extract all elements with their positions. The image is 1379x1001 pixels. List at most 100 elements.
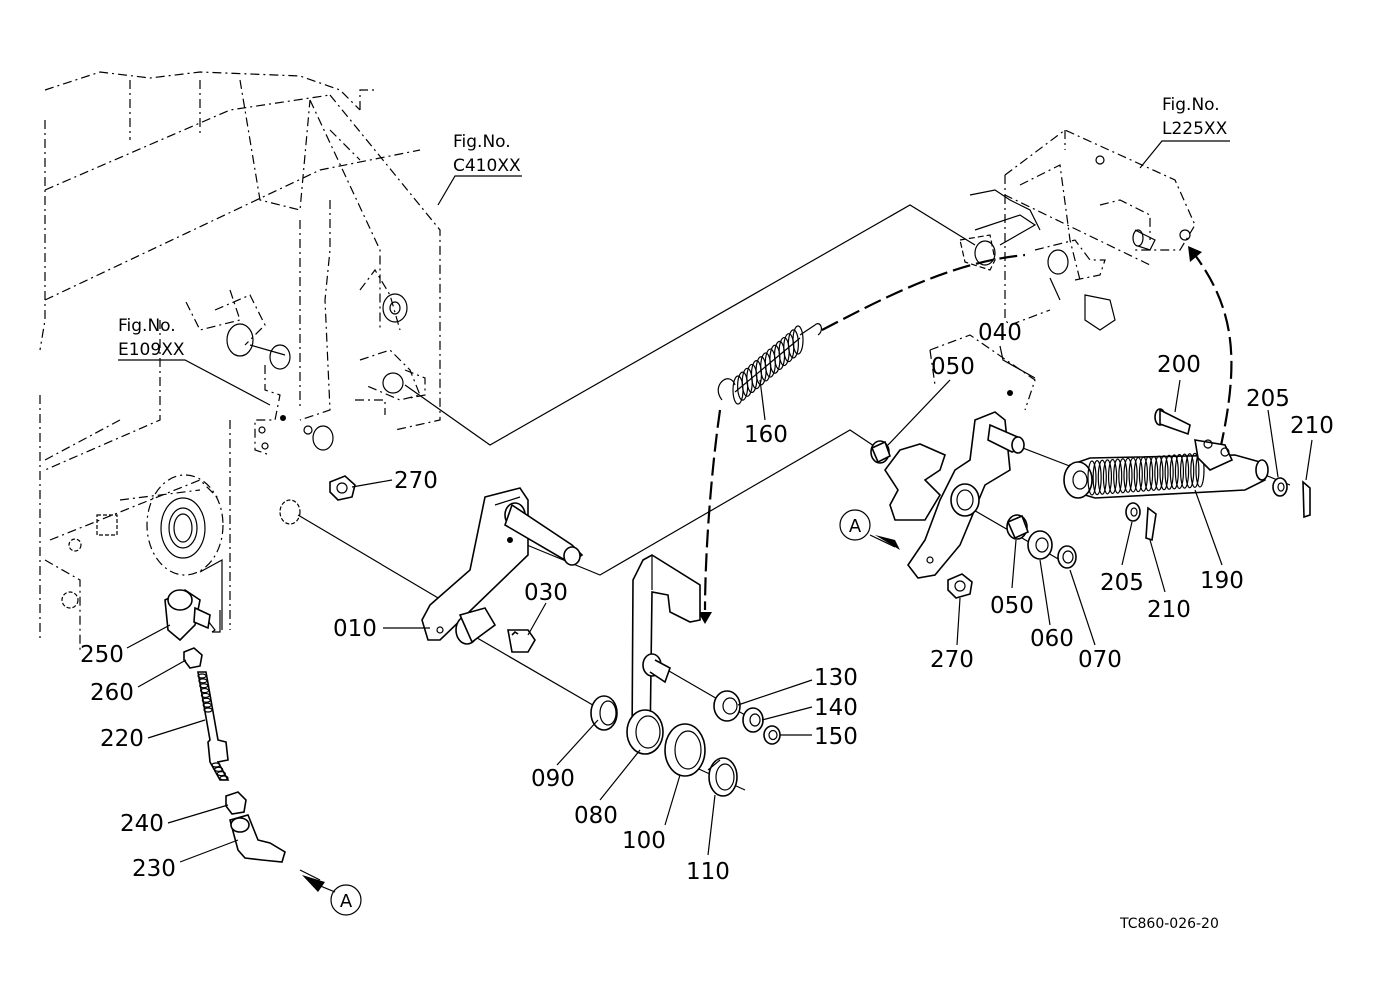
label-130: 130	[814, 665, 858, 691]
coil	[200, 692, 211, 699]
coil	[201, 697, 211, 703]
label-040: 040	[978, 320, 1022, 346]
coil	[792, 325, 804, 355]
coil	[1169, 454, 1179, 490]
part-250-elbow	[164, 589, 211, 642]
part-190-spring-unit	[1063, 439, 1269, 499]
label-270-upper: 270	[394, 468, 438, 494]
label-050-upper: 050	[931, 354, 975, 380]
assembly-lines	[199, 204, 1291, 881]
coil	[198, 678, 208, 684]
part-040-lever	[884, 334, 1036, 579]
part-060-washer	[1027, 530, 1053, 560]
label-070: 070	[1078, 647, 1122, 673]
fig-ref-l225-label: Fig.No.	[1162, 95, 1220, 115]
part-130-bearing	[713, 690, 741, 722]
label-030: 030	[524, 580, 568, 606]
part-140-washer	[742, 707, 764, 733]
coil	[199, 687, 210, 694]
label-250: 250	[80, 642, 124, 668]
drawing-code: TC860-026-20	[1119, 916, 1219, 932]
part-205-washer	[1125, 477, 1288, 522]
label-230: 230	[132, 856, 176, 882]
coil	[1159, 455, 1169, 491]
coil	[1118, 458, 1128, 494]
label-220: 220	[100, 726, 144, 752]
part-260-nut	[183, 647, 203, 669]
coil	[211, 762, 221, 768]
coil	[197, 673, 207, 679]
part-220-rod	[197, 671, 230, 781]
part-270-nut	[329, 475, 973, 599]
view-marker-a-upper: A	[839, 509, 900, 550]
fig-ref-c410-code: C410XX	[453, 156, 521, 176]
coil	[1164, 454, 1174, 490]
part-070-circlip	[1057, 545, 1077, 569]
label-210-upper: 210	[1290, 413, 1334, 439]
view-marker-a-lower: A	[302, 875, 362, 916]
label-100: 100	[622, 828, 666, 854]
transmission-housing	[39, 71, 441, 650]
label-140: 140	[814, 695, 858, 721]
part-210-cotter-pin	[1145, 480, 1311, 542]
part-150-nut	[763, 725, 781, 745]
fig-ref-c410: Fig.No. C410XX	[437, 132, 522, 206]
part-010-plate	[421, 487, 584, 645]
part-230-elbow	[229, 814, 286, 863]
view-marker-a-lower-text: A	[340, 891, 353, 912]
coil	[1138, 456, 1149, 492]
part-160-spring	[717, 323, 823, 405]
part-030-bolt	[507, 629, 536, 653]
part-240-nut	[225, 791, 247, 815]
coil	[203, 707, 213, 713]
spring-routing	[698, 246, 1233, 624]
coil	[1133, 456, 1143, 493]
coil	[1149, 455, 1159, 492]
coil	[1107, 458, 1118, 495]
coil	[1123, 457, 1133, 493]
coil	[1190, 452, 1200, 488]
coil	[1174, 453, 1185, 490]
fig-ref-c410-label: Fig.No.	[453, 132, 511, 152]
coil	[1113, 458, 1123, 494]
part-100-washer	[664, 723, 706, 777]
coil	[214, 766, 224, 772]
coil	[219, 775, 229, 781]
fig-ref-e109-code: E109XX	[118, 340, 185, 360]
label-240: 240	[120, 811, 164, 837]
label-270-lower: 270	[930, 647, 974, 673]
fig-ref-e109: Fig.No. E109XX	[118, 316, 271, 406]
label-050-lower: 050	[990, 593, 1034, 619]
coil	[216, 771, 226, 777]
coil	[1102, 459, 1113, 495]
label-205-lower: 205	[1100, 570, 1144, 596]
part-050-bushing	[870, 440, 1030, 540]
label-210-lower: 210	[1147, 597, 1191, 623]
part-090-bushing	[590, 695, 618, 731]
view-marker-a-upper-text: A	[849, 516, 862, 537]
part-110-circlip	[707, 757, 738, 797]
label-200: 200	[1157, 352, 1201, 378]
label-205-upper: 205	[1246, 386, 1290, 412]
fig-ref-l225-code: L225XX	[1162, 119, 1228, 139]
coil	[199, 683, 209, 689]
coil	[1185, 453, 1195, 489]
coil	[1179, 453, 1190, 489]
label-080: 080	[574, 803, 618, 829]
coil	[1097, 459, 1107, 495]
fig-ref-l225: Fig.No. L225XX	[1139, 95, 1230, 169]
label-160: 160	[744, 422, 788, 448]
part-lever-arm	[631, 554, 701, 746]
label-190: 190	[1200, 568, 1244, 594]
label-150: 150	[814, 724, 858, 750]
label-110: 110	[686, 859, 730, 885]
coil	[1143, 456, 1154, 492]
coil	[1154, 455, 1164, 491]
coil	[787, 329, 799, 359]
part-200-pin	[1154, 408, 1191, 436]
part-labels: 010 030 040 050 050 060 070 080 090 100 …	[80, 320, 1334, 885]
coil	[1092, 460, 1102, 496]
fig-ref-e109-label: Fig.No.	[118, 316, 176, 336]
callout-leaders	[126, 345, 1313, 863]
